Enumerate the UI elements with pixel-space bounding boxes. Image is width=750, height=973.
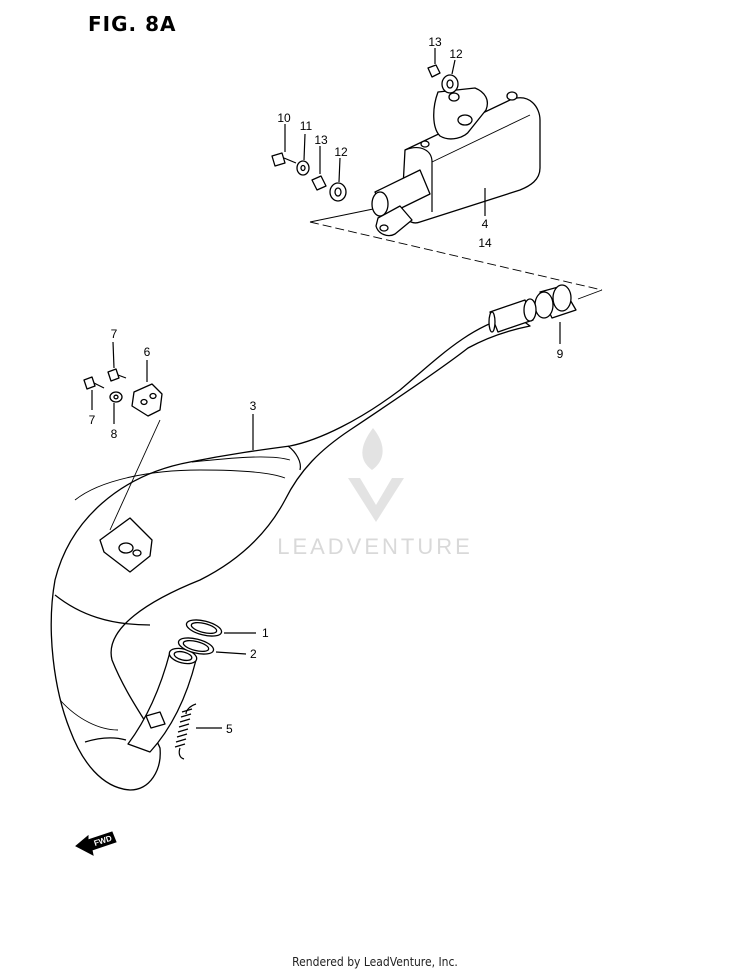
bracket-6 bbox=[131, 383, 163, 417]
bracket-hole-upper bbox=[448, 92, 460, 102]
grommet-12-lower bbox=[329, 182, 347, 202]
bolt-7-upper bbox=[107, 368, 127, 382]
watermark-flame-icon bbox=[362, 428, 383, 470]
callout-2: 2 bbox=[250, 647, 257, 661]
collar-13-lower bbox=[311, 175, 327, 191]
forward-arrow-icon: FWD bbox=[75, 831, 117, 856]
spring-hook bbox=[145, 711, 166, 729]
callout-7-upper: 7 bbox=[111, 327, 118, 341]
seal-9 bbox=[534, 284, 577, 319]
watermark-text: LEADVENTURE bbox=[277, 534, 473, 559]
callout-3: 3 bbox=[250, 399, 257, 413]
callout-6: 6 bbox=[144, 345, 151, 359]
muffler-cap-bolt bbox=[506, 91, 518, 101]
assembly-outline bbox=[309, 207, 603, 300]
muffler-mount-bracket bbox=[433, 87, 489, 140]
callout-8: 8 bbox=[111, 427, 118, 441]
callout-1: 1 bbox=[262, 626, 269, 640]
callout-11: 11 bbox=[300, 119, 313, 133]
callout-13-lower: 13 bbox=[314, 133, 328, 147]
callout-12-lower: 12 bbox=[334, 145, 348, 159]
leadventure-watermark: LEADVENTURE bbox=[277, 428, 473, 559]
bolt-7-lower bbox=[83, 376, 105, 390]
bracket-hole-lower bbox=[457, 114, 473, 126]
muffler bbox=[371, 87, 541, 237]
callout-13-upper: 13 bbox=[428, 35, 442, 49]
washer-11 bbox=[296, 160, 310, 176]
muffler-inlet-opening bbox=[371, 191, 389, 217]
pipe-mount-bracket bbox=[99, 517, 153, 573]
callout-4: 4 bbox=[482, 217, 489, 231]
footer-credit: Rendered by LeadVenture, Inc. bbox=[292, 955, 458, 969]
callout-5: 5 bbox=[226, 722, 233, 736]
figure-title: FIG. 8A bbox=[88, 12, 177, 36]
exhaust-head-pipe bbox=[127, 647, 198, 753]
gasket-1 bbox=[185, 619, 223, 637]
gasket-2 bbox=[177, 637, 215, 655]
callout-7-lower: 7 bbox=[89, 413, 96, 427]
callout-9: 9 bbox=[557, 347, 564, 361]
watermark-v-icon bbox=[348, 478, 404, 522]
callout-12-upper: 12 bbox=[449, 47, 463, 61]
upper-grommet-12 bbox=[441, 74, 459, 94]
upper-collar-13 bbox=[427, 64, 441, 78]
washer-8 bbox=[109, 391, 123, 403]
spring-5 bbox=[174, 703, 197, 760]
bolt-10 bbox=[271, 152, 297, 167]
callout-14: 14 bbox=[478, 236, 492, 250]
callout-10: 10 bbox=[277, 111, 291, 125]
